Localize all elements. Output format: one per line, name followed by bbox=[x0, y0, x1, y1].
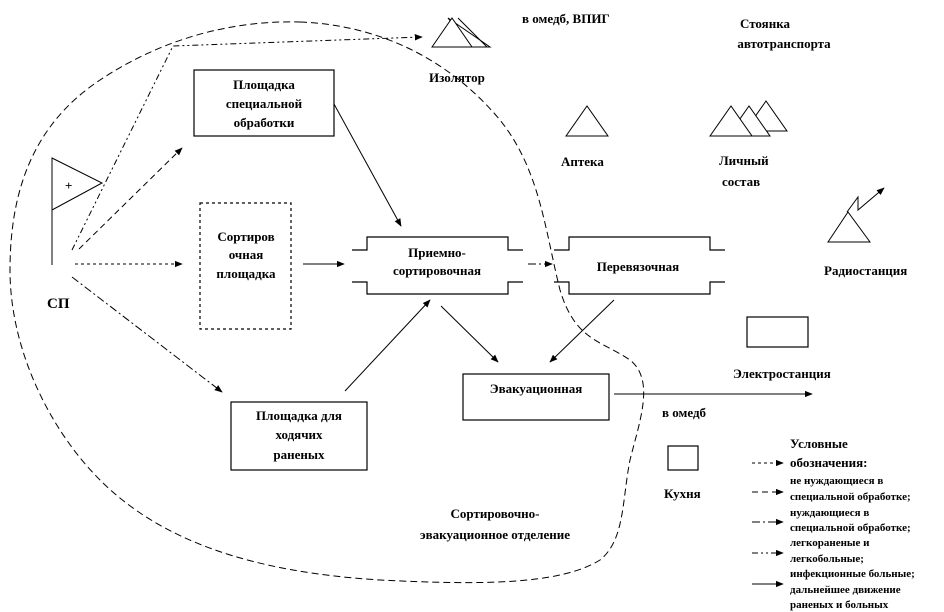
special-treatment-line3: обработки bbox=[234, 115, 295, 130]
kitchen-label: Кухня bbox=[664, 486, 701, 501]
sorting-area-line1: Сортиров bbox=[217, 229, 274, 244]
dressing-label: Перевязочная bbox=[597, 259, 679, 274]
isolator[interactable]: Изолятор bbox=[429, 17, 492, 85]
legend-item1-line1: не нуждающиеся в bbox=[790, 475, 883, 487]
radio-signal-icon bbox=[846, 187, 885, 213]
special-treatment-area[interactable]: Площадка специальной обработки bbox=[193, 69, 335, 137]
isolator-label: Изолятор bbox=[429, 70, 485, 85]
tent-icon bbox=[431, 17, 473, 48]
legend-item2-line2: специальной обработке; bbox=[790, 522, 911, 534]
dressing-tent[interactable]: Перевязочная bbox=[554, 236, 725, 295]
sp-label: СП bbox=[47, 296, 70, 312]
walking-wounded-area[interactable]: Площадка для ходячих раненых bbox=[230, 401, 368, 471]
vehicle-parking-line1: Стоянка bbox=[740, 16, 791, 31]
tent-icon bbox=[709, 105, 753, 137]
arrow-special-to-reception bbox=[333, 103, 402, 227]
flag-icon bbox=[51, 157, 104, 211]
personnel-line2: состав bbox=[722, 174, 760, 189]
kitchen[interactable]: Кухня bbox=[664, 445, 701, 501]
evacuation-area[interactable]: Эвакуационная bbox=[462, 373, 610, 421]
sorting-area[interactable]: Сортиров очная площадка bbox=[199, 202, 292, 330]
power-station-label: Электростанция bbox=[733, 366, 831, 381]
flag-plus-symbol: + bbox=[65, 178, 72, 193]
sorting-area-line3: площадка bbox=[216, 266, 276, 281]
personnel-line1: Личный bbox=[719, 153, 769, 168]
reception-sorting-line1: Приемно- bbox=[408, 245, 466, 260]
legend-item1-line2: специальной обработке; bbox=[790, 491, 911, 503]
arrow-sp-to-special-treatment bbox=[78, 147, 183, 250]
department-label-line2: эвакуационное отделение bbox=[420, 527, 570, 542]
isolator-destination-label: в омедб, ВПИГ bbox=[522, 11, 610, 26]
radio-station-label: Радиостанция bbox=[824, 263, 907, 278]
arrow-dressing-to-evacuation bbox=[549, 299, 615, 363]
walking-wounded-line3: раненых bbox=[273, 447, 325, 462]
reception-sorting-tent[interactable]: Приемно- сортировочная bbox=[352, 236, 523, 295]
radio-station[interactable]: Радиостанция bbox=[824, 187, 907, 278]
personnel[interactable]: Личный состав bbox=[709, 100, 788, 189]
legend-item3-line1: легкораненые и bbox=[790, 537, 870, 549]
department-boundary bbox=[9, 21, 645, 584]
vehicle-parking-line2: автотранспорта bbox=[737, 36, 831, 51]
evacuation-label: Эвакуационная bbox=[490, 381, 582, 396]
sorting-area-line2: очная bbox=[229, 247, 264, 262]
sp-flag[interactable]: + bbox=[51, 157, 104, 265]
walking-wounded-line1: Площадка для bbox=[256, 408, 342, 423]
arrow-reception-to-evacuation bbox=[440, 305, 499, 363]
legend-item5-line2: раненых и больных bbox=[790, 599, 889, 611]
antenna-tent-icon bbox=[827, 211, 871, 243]
power-station[interactable]: Электростанция bbox=[733, 316, 831, 381]
reception-sorting-line2: сортировочная bbox=[393, 263, 481, 278]
special-treatment-line1: Площадка bbox=[233, 77, 295, 92]
legend: Условные обозначения: не нуждающиеся в с… bbox=[752, 436, 915, 611]
arrow-walking-to-reception bbox=[344, 299, 431, 392]
pharmacy-label: Аптека bbox=[561, 154, 604, 169]
legend-item3-line2: легкобольные; bbox=[790, 553, 864, 565]
walking-wounded-line2: ходячих bbox=[275, 427, 323, 442]
legend-item4-line1: инфекционные больные; bbox=[790, 568, 915, 580]
department-label-line1: Сортировочно- bbox=[451, 506, 540, 521]
legend-title-line2: обозначения: bbox=[790, 455, 867, 470]
special-treatment-line2: специальной bbox=[226, 96, 303, 111]
legend-title-line1: Условные bbox=[790, 436, 848, 451]
pharmacy[interactable]: Аптека bbox=[561, 105, 609, 169]
legend-item5-line1: дальнейшее движение bbox=[790, 584, 901, 596]
legend-item2-line1: нуждающиеся в bbox=[790, 507, 869, 519]
evacuation-destination-label: в омедб bbox=[662, 405, 707, 420]
tent-icon bbox=[565, 105, 609, 137]
